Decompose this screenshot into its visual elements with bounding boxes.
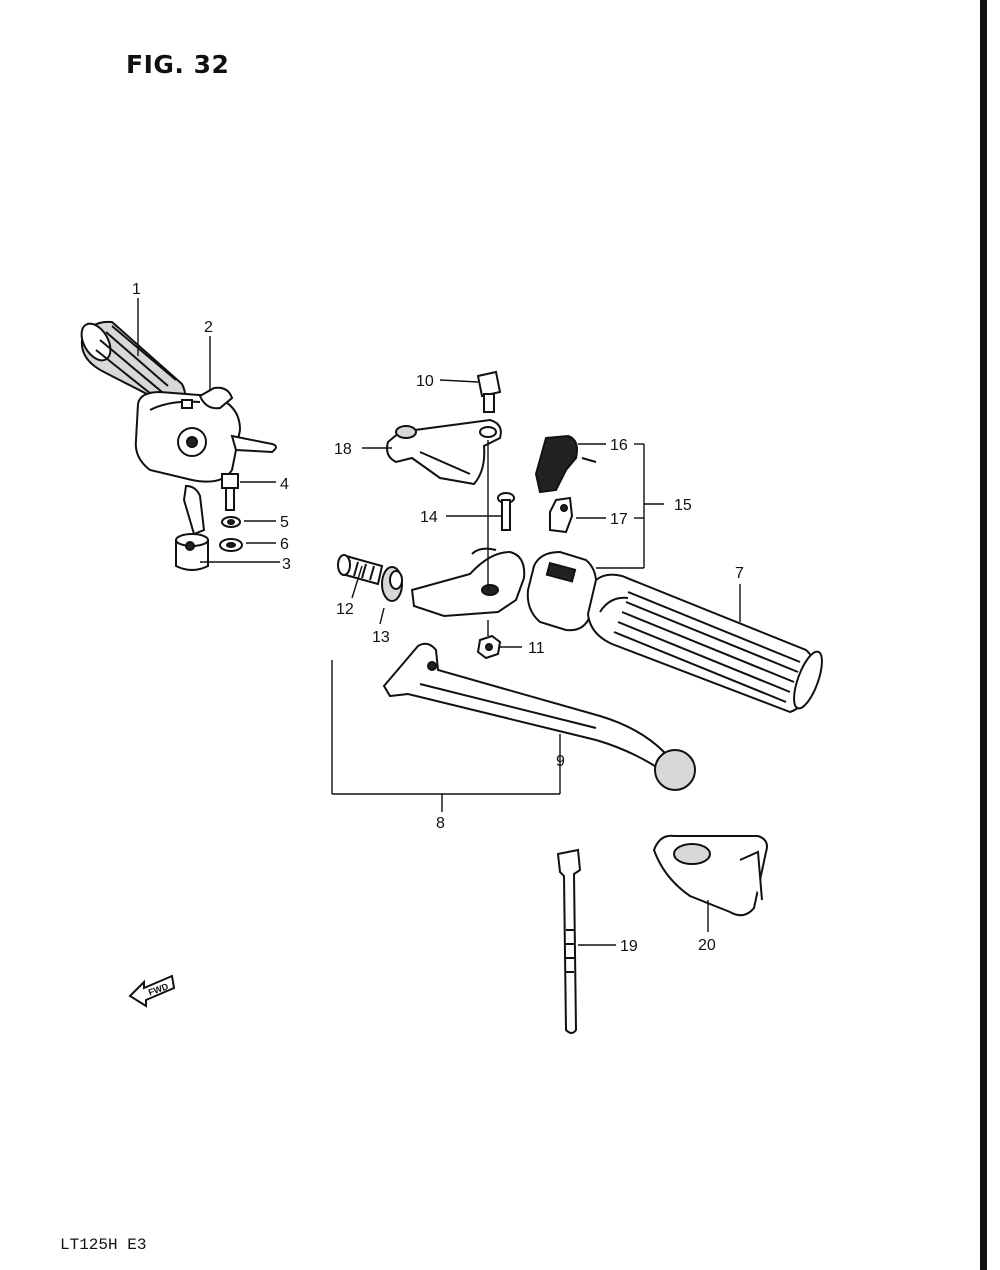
label-6: 6 — [280, 536, 289, 553]
part-19-band — [556, 848, 582, 1034]
part-17-clip — [549, 496, 574, 534]
part-11-nut — [476, 634, 502, 660]
leader-lines — [137, 298, 741, 946]
part-13-locknut — [381, 566, 403, 602]
part-20-cover — [652, 834, 768, 917]
label-5: 5 — [280, 514, 289, 531]
part-5-washer — [221, 516, 241, 528]
part-14-screw — [497, 492, 515, 531]
part-18-bracket — [386, 418, 502, 486]
label-18: 18 — [334, 441, 352, 458]
part-3-adjuster — [175, 484, 209, 571]
label-17: 17 — [610, 511, 628, 528]
label-9: 9 — [556, 753, 565, 770]
label-14: 14 — [420, 509, 438, 526]
part-1-throttle-grip — [80, 320, 277, 483]
label-10: 10 — [416, 373, 434, 390]
part-16-switch-upper — [534, 434, 597, 494]
label-8: 8 — [436, 815, 445, 832]
label-11: 11 — [528, 640, 545, 657]
label-13: 13 — [372, 629, 390, 646]
part-9-lever — [382, 642, 696, 791]
label-19: 19 — [620, 938, 638, 955]
callout-labels: 1 2 3 4 5 6 7 8 9 10 11 12 13 14 15 16 1… — [132, 281, 744, 955]
label-7: 7 — [735, 565, 744, 582]
fwd-arrow-icon: FWD — [128, 974, 176, 1008]
figure-title: FIG. 32 — [126, 50, 230, 79]
part-6-washer — [219, 538, 243, 552]
part-15-switch-housing — [526, 550, 598, 632]
part-10-bolt — [476, 370, 502, 413]
part-2-screw — [181, 386, 234, 410]
part-7-grip — [586, 573, 823, 714]
label-4: 4 — [280, 476, 289, 493]
lever-holder — [410, 547, 526, 618]
label-15: 15 — [674, 497, 692, 514]
part-4-bolt — [221, 473, 239, 511]
page-edge-bar — [980, 0, 987, 1270]
part-12-adjuster — [337, 554, 384, 586]
label-1: 1 — [132, 281, 141, 298]
label-2: 2 — [204, 319, 213, 336]
label-3: 3 — [282, 556, 291, 573]
label-16: 16 — [610, 437, 628, 454]
label-20: 20 — [698, 937, 716, 954]
model-code: LT125H E3 — [60, 1236, 147, 1254]
label-12: 12 — [336, 601, 354, 618]
